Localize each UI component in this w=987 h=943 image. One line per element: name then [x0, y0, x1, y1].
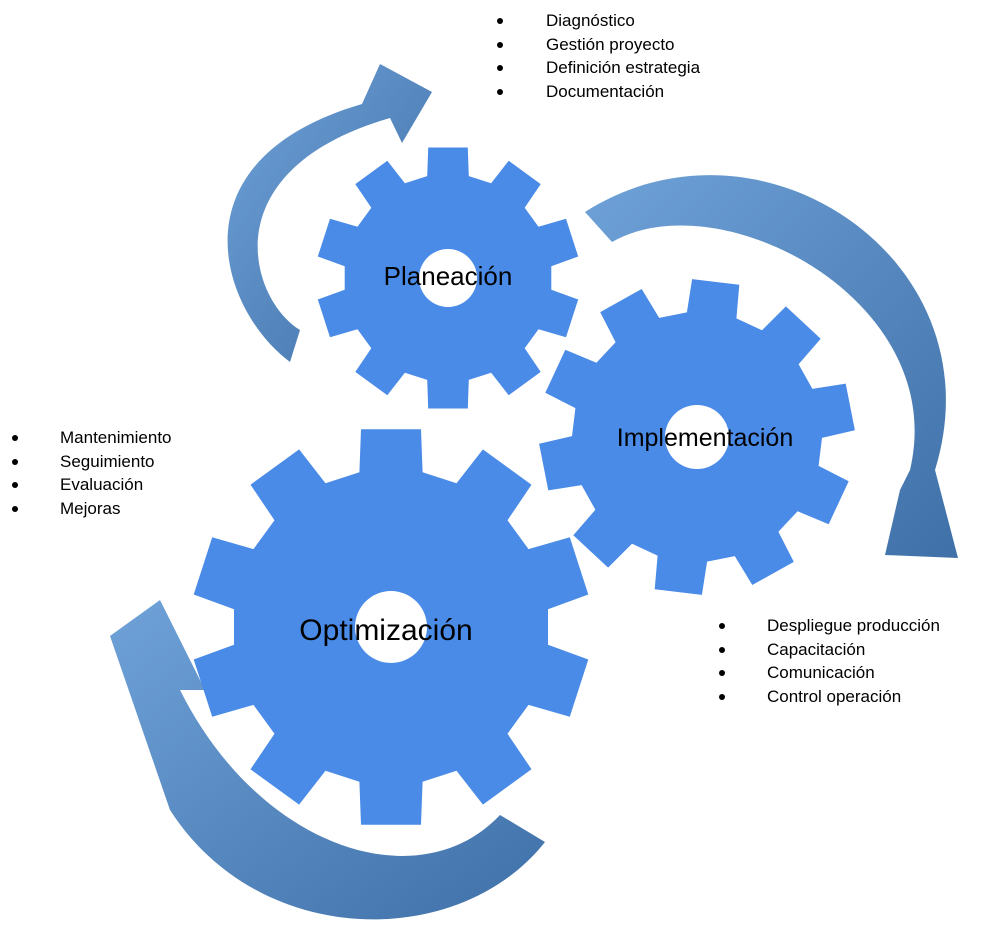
cycle-arrow-top-left: [227, 64, 432, 362]
optimizacion-task-list: Mantenimiento Seguimiento Evaluación Mej…: [12, 426, 172, 521]
list-item: Diagnóstico: [496, 9, 700, 33]
implementacion-task-list: Despliegue producción Capacitación Comun…: [719, 614, 940, 709]
list-item: Mejoras: [12, 497, 172, 521]
planeacion-task-list: Diagnóstico Gestión proyecto Definición …: [496, 9, 700, 104]
gear-planeacion: [317, 147, 579, 409]
gear-optimizacion: [193, 429, 589, 825]
list-item: Capacitación: [719, 638, 940, 662]
cycle-arrow-bottom-left: [110, 600, 545, 920]
gear-label-planeacion: Planeación: [384, 261, 513, 291]
gear-label-optimizacion: Optimización: [299, 614, 472, 647]
list-item: Comunicación: [719, 661, 940, 685]
list-item: Despliegue producción: [719, 614, 940, 638]
gear-label-implementacion: Implementación: [617, 424, 793, 452]
list-item: Documentación: [496, 80, 700, 104]
gear-implementacion: [539, 279, 855, 595]
cycle-arrow-right: [585, 175, 958, 558]
list-item: Evaluación: [12, 473, 172, 497]
list-item: Seguimiento: [12, 450, 172, 474]
list-item: Control operación: [719, 685, 940, 709]
list-item: Mantenimiento: [12, 426, 172, 450]
list-item: Gestión proyecto: [496, 33, 700, 57]
list-item: Definición estrategia: [496, 56, 700, 80]
